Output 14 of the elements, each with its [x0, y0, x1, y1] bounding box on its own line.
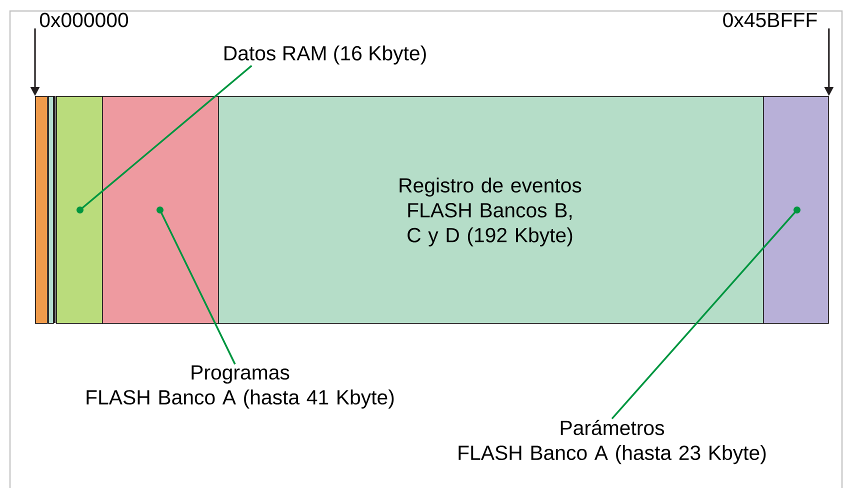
- leader-line: [76, 65, 252, 214]
- address-label: 0x45BFFF: [723, 12, 817, 28]
- memory-segment: [48, 96, 54, 324]
- memory-segment: [35, 96, 48, 324]
- address-label: 0x000000: [40, 12, 128, 28]
- region-label: Datos RAM (16 Kbyte): [224, 45, 426, 64]
- leader-line: [611, 206, 800, 420]
- memory-segment: [56, 96, 103, 324]
- memory-segment: [102, 96, 219, 324]
- region-label: Parámetros FLASH Banco A (hasta 23 Kbyte): [458, 420, 766, 464]
- memory-segment: [763, 96, 829, 324]
- region-label: Programas FLASH Banco A (hasta 41 Kbyte): [86, 365, 394, 409]
- leader-line: [156, 206, 236, 365]
- memory-segment: Registro de eventos FLASH Bancos B, C y D (192 Kbyte): [218, 96, 764, 324]
